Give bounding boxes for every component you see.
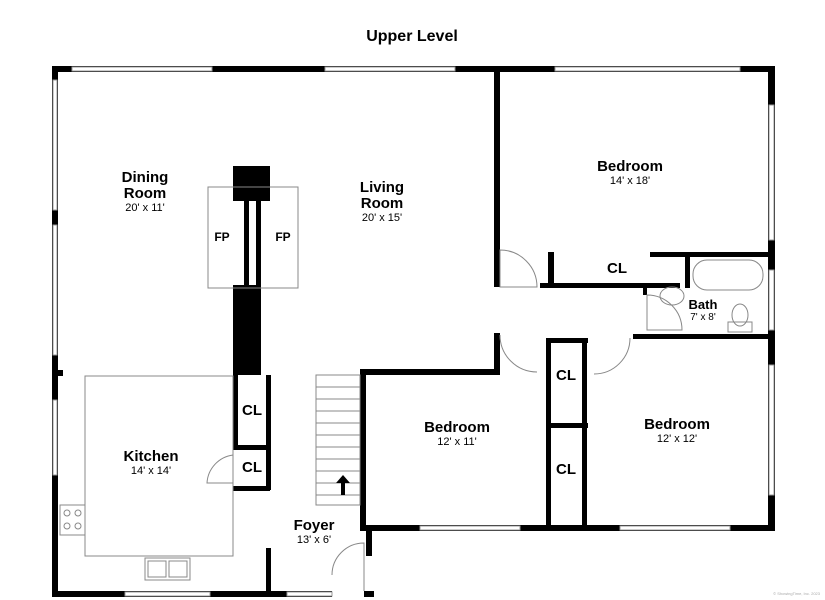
bedroom2-size: 12' x 11' <box>437 436 476 448</box>
walls <box>52 66 775 597</box>
stair-arrow-icon <box>336 475 350 495</box>
closet-label-bedroom1: CL <box>607 260 627 277</box>
dining-room-label-2: Room <box>124 185 167 202</box>
closet-label-bedroom3-b: CL <box>556 461 576 478</box>
kitchen-label: Kitchen <box>123 448 178 465</box>
bedroom1-label: Bedroom <box>597 158 663 175</box>
closet-label-bedroom3-a: CL <box>556 367 576 384</box>
fixtures <box>59 186 764 591</box>
dining-room-label: Dining <box>122 169 169 186</box>
fireplace-label-dining: FP <box>214 230 229 244</box>
windows <box>52 66 775 597</box>
bedroom1-size: 14' x 18' <box>610 175 650 187</box>
living-room-label-2: Room <box>361 195 404 212</box>
bath-size: 7' x 8' <box>690 312 716 323</box>
closet-label-hall-a: CL <box>242 402 262 419</box>
bedroom2-label: Bedroom <box>424 419 490 436</box>
copyright-text: © ShowingTime, Inc. 2023 <box>773 591 821 596</box>
living-room-size: 20' x 15' <box>362 212 402 224</box>
foyer-label: Foyer <box>294 517 335 534</box>
bedroom3-size: 12' x 12' <box>657 433 697 445</box>
foyer-size: 13' x 6' <box>297 534 331 546</box>
living-room-label: Living <box>360 179 404 196</box>
bath-label: Bath <box>689 297 718 312</box>
closet-label-hall-b: CL <box>242 459 262 476</box>
room-labels: Dining Room 20' x 11' Living Room 20' x … <box>122 158 718 546</box>
floor-title: Upper Level <box>366 28 458 45</box>
kitchen-size: 14' x 14' <box>131 465 171 477</box>
fireplace-label-living: FP <box>275 230 290 244</box>
bedroom3-label: Bedroom <box>644 416 710 433</box>
dining-room-size: 20' x 11' <box>125 202 164 214</box>
